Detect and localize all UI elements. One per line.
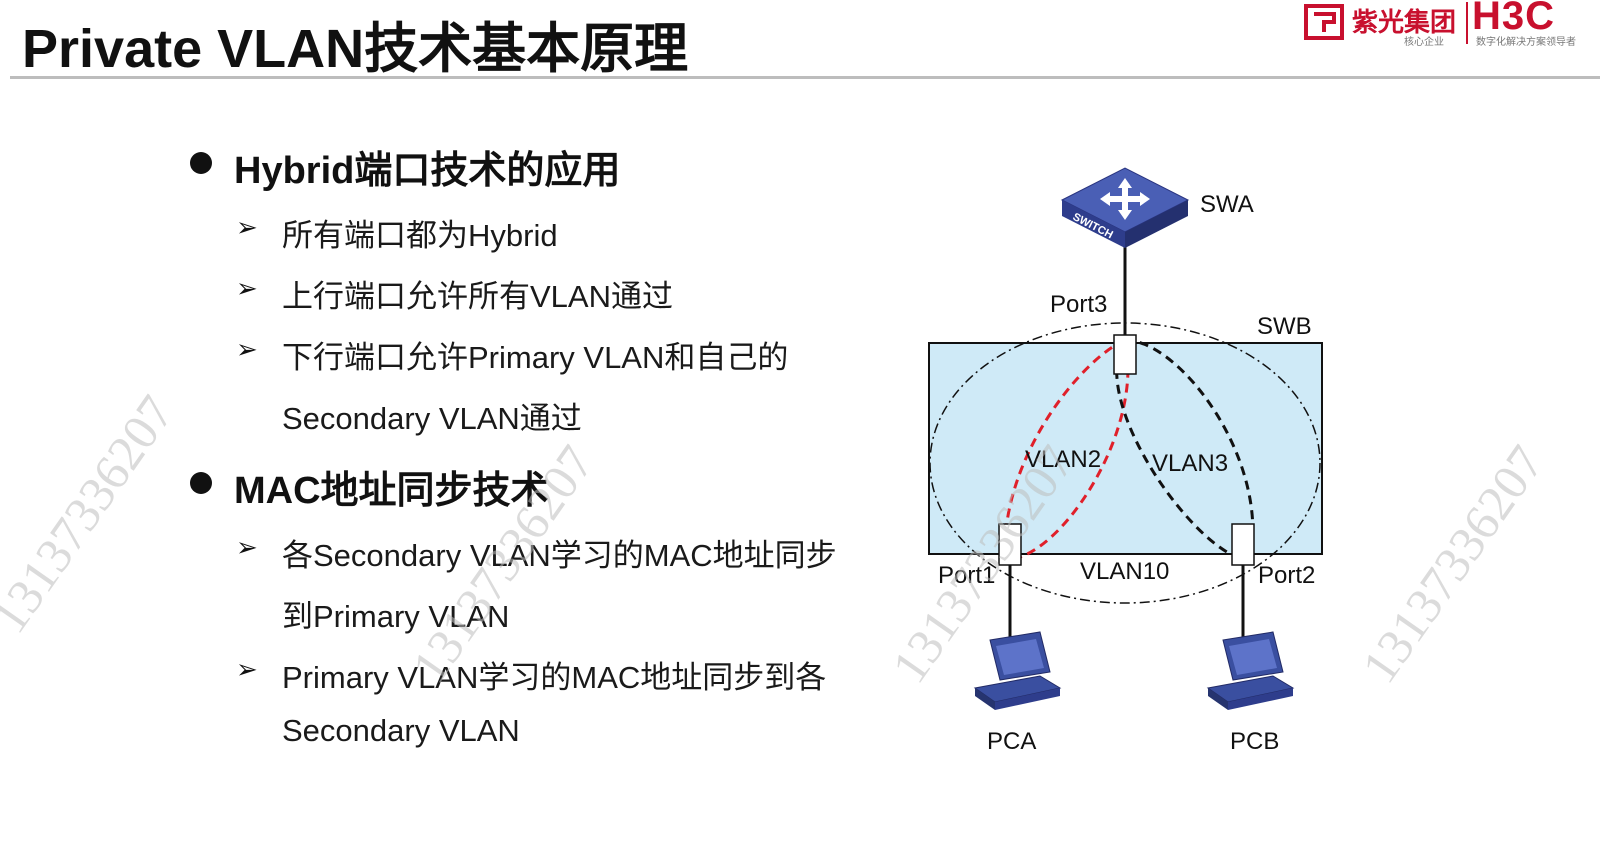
watermark-text: 13137336207: [880, 435, 1085, 693]
port3-label: Port3: [1050, 291, 1107, 318]
vlan2-label: VLAN2: [1025, 446, 1101, 473]
pca-label: PCA: [987, 728, 1036, 755]
logo-brand-text: 紫光集团: [1352, 7, 1457, 37]
pcb-label: PCB: [1230, 728, 1279, 755]
page-title: Private VLAN技术基本原理: [22, 19, 689, 79]
pcb-computer-icon: [1206, 631, 1295, 710]
swb-box: [928, 342, 1323, 555]
list-item: Primary VLAN学习的MAC地址同步到各: [282, 660, 827, 695]
bullet-dot: [190, 472, 212, 494]
logo-divider: [1466, 2, 1468, 44]
brand-mark-icon: [1304, 4, 1344, 40]
vlan10-label: VLAN10: [1080, 558, 1169, 585]
port1-label: Port1: [938, 562, 995, 589]
swa-switch-icon: [1060, 167, 1190, 248]
list-item-continuation: Secondary VLAN通过: [282, 401, 582, 436]
vlan2-path: [1003, 338, 1130, 562]
bullet-dot: [190, 152, 212, 174]
logo-h3c-text: H3C: [1472, 0, 1556, 38]
swa-label: SWA: [1200, 191, 1254, 218]
logo-subtext: 核心企业: [1404, 37, 1444, 48]
port2-box: [1231, 523, 1255, 566]
vlan3-label: VLAN3: [1152, 450, 1228, 477]
swb-label: SWB: [1257, 313, 1312, 340]
port3-box: [1113, 334, 1137, 375]
arrow-bullet-icon: ➢: [236, 334, 258, 364]
logo-slogan: 数字化解决方案领导者: [1476, 37, 1576, 48]
switch-badge-label: SWITCH: [1071, 211, 1115, 241]
list-item-continuation: Secondary VLAN: [282, 713, 520, 748]
arrow-bullet-icon: ➢: [236, 212, 258, 242]
vlan10-ellipse: [929, 322, 1321, 604]
watermark-text: 13137336207: [1350, 435, 1555, 693]
list-item: 所有端口都为Hybrid: [282, 218, 558, 253]
pca-computer-icon: [973, 631, 1062, 710]
list-item: 下行端口允许Primary VLAN和自己的: [282, 340, 789, 375]
list-item: 各Secondary VLAN学习的MAC地址同步: [282, 538, 837, 573]
port2-label: Port2: [1258, 562, 1315, 589]
section-heading-hybrid: Hybrid端口技术的应用: [234, 150, 621, 192]
arrow-bullet-icon: ➢: [236, 654, 258, 684]
arrow-bullet-icon: ➢: [236, 532, 258, 562]
title-divider: [10, 76, 1600, 79]
arrow-bullet-icon: ➢: [236, 273, 258, 303]
watermark-text: 13137336207: [0, 385, 185, 643]
list-item: 上行端口允许所有VLAN通过: [282, 279, 673, 314]
logo: 紫光集团 核心企业 H3C 数字化解决方案领导者: [1300, 0, 1611, 48]
section-heading-mac-sync: MAC地址同步技术: [234, 470, 549, 512]
vlan3-path: [1115, 338, 1255, 562]
port1-box: [998, 523, 1022, 566]
list-item-continuation: 到Primary VLAN: [282, 599, 510, 634]
